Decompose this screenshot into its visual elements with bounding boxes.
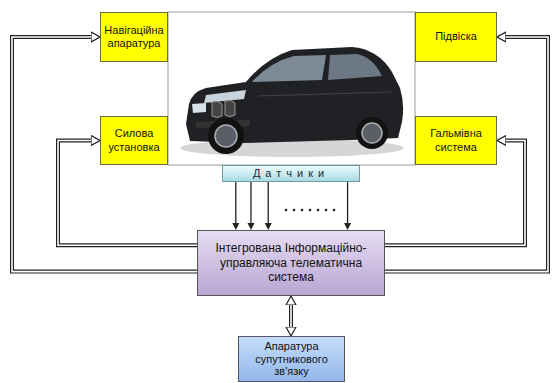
connector-line [235, 182, 236, 223]
satellite-box: Апаратура супутникового зв'язку [238, 336, 345, 382]
connector-arrow [347, 182, 348, 223]
connector-inner [12, 37, 197, 272]
box-label: Апаратура супутникового зв'язку [244, 340, 339, 378]
continuation-dots [285, 209, 336, 212]
connector-inner [290, 305, 292, 327]
box-label: Навігаційна апаратура [104, 24, 163, 50]
connector-line [347, 182, 348, 223]
connector-arrow [291, 305, 292, 327]
box-label: Інтегрована Інформаційно-управляюча теле… [208, 241, 374, 284]
box-label: Силова установка [105, 127, 163, 153]
connector-inner [385, 37, 548, 272]
connector-line [385, 37, 548, 272]
box-label: Підвіска [435, 30, 477, 43]
connector-arrow [12, 37, 197, 272]
picture-frame [168, 12, 415, 165]
system-box: Інтегрована Інформаційно-управляюча теле… [197, 230, 385, 296]
box-label: Датчики [253, 168, 329, 179]
unit-box: Гальмівна система [415, 116, 497, 165]
unit-box: Підвіска [415, 12, 497, 62]
unit-box: Навігаційна апаратура [100, 12, 168, 62]
connector-arrow [268, 182, 269, 223]
unit-box: Силова установка [100, 116, 168, 165]
connector-line [289, 305, 293, 327]
connector-line [250, 182, 251, 223]
connector-arrow [235, 182, 236, 223]
box-label: Гальмівна система [420, 127, 492, 153]
connector-line [12, 37, 197, 272]
car-figure [180, 47, 404, 157]
connector-arrow [250, 182, 251, 223]
connector-arrow [385, 37, 548, 272]
sensor-band: Датчики [222, 165, 360, 182]
connector-line [268, 182, 269, 223]
